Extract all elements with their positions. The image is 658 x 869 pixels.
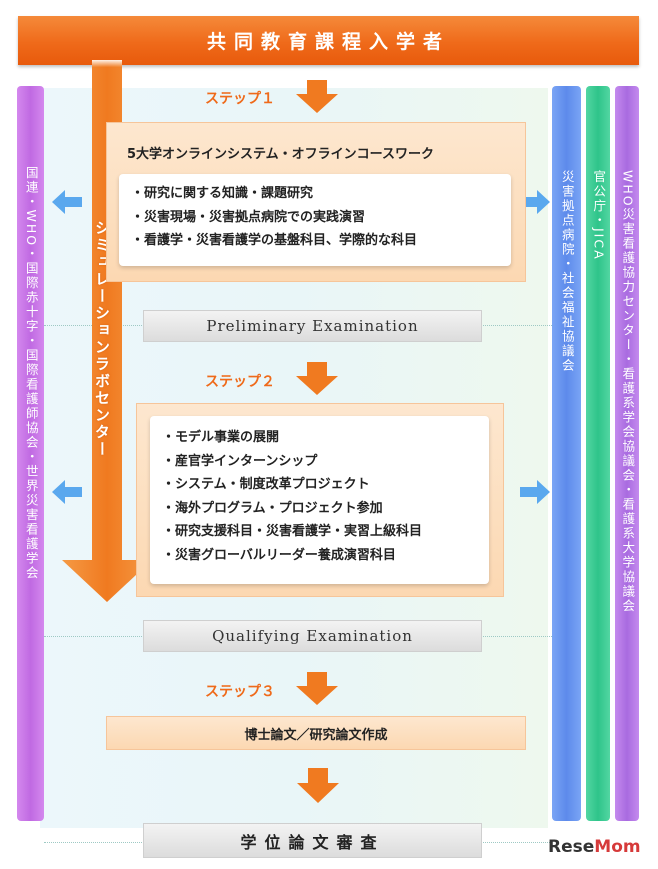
list-item: ・災害グローバルリーダー養成演習科目 — [162, 547, 396, 563]
step3-box: 博士論文／研究論文作成 — [106, 716, 526, 750]
dissertation-review-bar: 学位論文審査 — [143, 823, 482, 858]
disaster-hospitals-column: 災害拠点病院・社会福祉協議会 — [552, 86, 581, 821]
who-nursing-councils-label: WHO災害看護協力センター・看護系学会協議会・看護系大学協議会 — [620, 170, 636, 614]
simulation-lab-arrow — [62, 60, 152, 602]
list-item: ・モデル事業の展開 — [162, 430, 280, 445]
government-jica-column: 官公庁・JICA — [586, 86, 610, 821]
list-item: ・システム・制度改革プロジェクト — [162, 477, 370, 492]
list-item: ・災害現場・災害拠点病院での実践演習 — [131, 209, 366, 225]
government-jica-label: 官公庁・JICA — [591, 170, 607, 261]
step1-list: ・研究に関する知識・課題研究 ・災害現場・災害拠点病院での実践演習 ・看護学・災… — [119, 174, 511, 266]
down-arrow-icon — [296, 362, 338, 395]
step3-label: ステップ３ — [205, 684, 275, 700]
step1-title: 5大学オンラインシステム・オフラインコースワーク — [127, 147, 435, 162]
step1-label: ステップ１ — [205, 91, 275, 107]
qualifying-exam-bar: Qualifying Examination — [143, 620, 482, 652]
list-item: ・産官学インターンシップ — [162, 453, 318, 469]
list-item: ・海外プログラム・プロジェクト参加 — [162, 500, 383, 516]
list-item: ・看護学・災害看護学の基盤科目、学際的な科目 — [131, 233, 418, 248]
down-arrow-icon — [297, 768, 339, 803]
step2-list: ・モデル事業の展開 ・産官学インターンシップ ・システム・制度改革プロジェクト … — [150, 416, 489, 584]
step2-label: ステップ２ — [205, 374, 275, 390]
down-arrow-icon — [296, 80, 338, 113]
list-item: ・研究支援科目・災害看護学・実習上級科目 — [162, 524, 423, 539]
left-arrow-icon — [52, 190, 82, 214]
right-arrow-icon — [520, 190, 550, 214]
international-organizations-column: 国連・WHO・国際赤十字・国際看護師協会・世界災害看護学会 — [17, 86, 44, 821]
disaster-hospitals-label: 災害拠点病院・社会福祉協議会 — [559, 170, 575, 373]
preliminary-exam-bar: Preliminary Examination — [143, 310, 482, 342]
who-nursing-councils-column: WHO災害看護協力センター・看護系学会協議会・看護系大学協議会 — [615, 86, 639, 821]
list-item: ・研究に関する知識・課題研究 — [131, 186, 314, 201]
step2-box: ・モデル事業の展開 ・産官学インターンシップ ・システム・制度改革プロジェクト … — [136, 403, 504, 597]
down-arrow-icon — [296, 672, 338, 705]
left-arrow-icon — [52, 480, 82, 504]
logo-text: Rese — [548, 837, 595, 857]
international-organizations-label: 国連・WHO・国際赤十字・国際看護師協会・世界災害看護学会 — [23, 166, 39, 581]
right-arrow-icon — [520, 480, 550, 504]
enrollment-banner: 共同教育課程入学者 — [18, 16, 639, 65]
logo-text: Mom — [594, 837, 641, 857]
step1-box: 5大学オンラインシステム・オフラインコースワーク ・研究に関する知識・課題研究 … — [106, 122, 526, 282]
